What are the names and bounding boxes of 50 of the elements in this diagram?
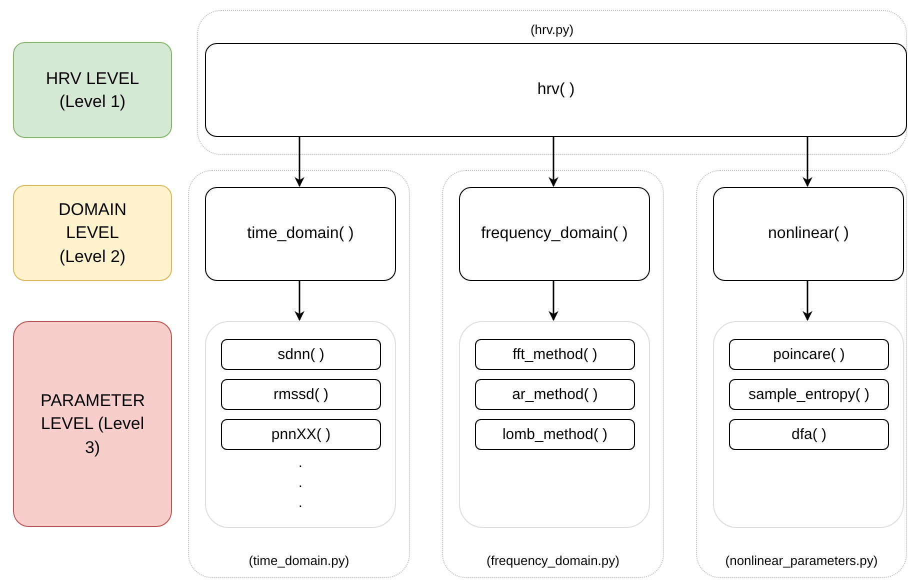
parameter-name: sample_entropy( ) [748,387,870,402]
parameter-box [475,339,635,370]
arrow [294,136,304,187]
parameter-panel [713,321,904,528]
parameter-box [221,419,381,450]
arrow [802,280,812,321]
parameter-box [221,339,381,370]
level-box [13,42,172,138]
parameter-name: sdnn( ) [278,347,324,362]
module-filename: (nonlinear_parameters.py) [725,552,878,570]
arrow [802,136,812,187]
function-name: frequency_domain( ) [481,224,628,244]
function-name: hrv( ) [537,80,575,100]
parameter-box [729,419,889,450]
module-filename: (hrv.py) [530,21,574,39]
function-box [205,43,907,137]
level-box [13,321,172,527]
level-box [13,185,172,281]
parameter-name: rmssd( ) [274,387,328,402]
parameter-box [475,379,635,410]
level-label: DOMAIN LEVEL (Level 2) [58,198,128,268]
parameter-name: lomb_method( ) [502,427,608,442]
function-name: time_domain( ) [247,224,354,244]
parameter-name: dfa( ) [791,427,826,442]
parameter-panel [205,321,396,528]
arrow [294,280,304,321]
module-group [442,170,664,578]
parameter-panel [459,321,650,528]
parameter-name: ar_method( ) [512,387,598,402]
module-group [197,10,907,155]
level-label: HRV LEVEL (Level 1) [44,68,140,113]
arrow [548,136,558,187]
parameter-name: fft_method( ) [512,347,598,362]
parameter-name: poincare( ) [773,347,845,362]
parameter-box [221,379,381,410]
parameter-box [729,379,889,410]
module-group [188,170,410,578]
ellipsis-dots: . . . [298,453,304,512]
function-box [713,187,904,281]
level-label: PARAMETER LEVEL (Level 3) [40,390,144,459]
parameter-box [475,419,635,450]
parameter-name: pnnXX( ) [271,427,331,442]
module-filename: (frequency_domain.py) [486,552,620,570]
function-box [205,187,396,281]
module-filename: (time_domain.py) [248,552,350,570]
module-group [696,170,907,578]
arrow [548,280,558,321]
function-box [459,187,650,281]
function-name: nonlinear( ) [768,224,849,244]
parameter-box [729,339,889,370]
